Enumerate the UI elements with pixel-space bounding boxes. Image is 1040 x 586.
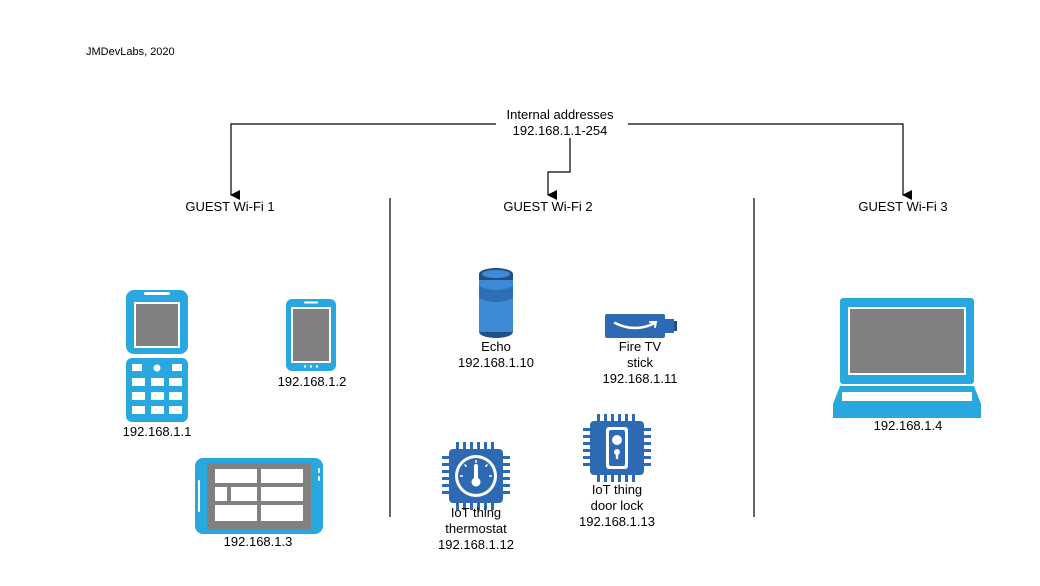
- internal-addresses-title: Internal addresses: [506, 107, 614, 122]
- echo-ip: 192.168.1.10: [458, 355, 534, 370]
- internal-addresses-range: 192.168.1.1-254: [512, 123, 608, 138]
- arrow-to-wifi-1: [230, 123, 496, 200]
- door-lock-chip-icon: [583, 414, 651, 482]
- zone-label-wifi-2: GUEST Wi-Fi 2: [503, 199, 593, 214]
- internal-addresses-label: Internal addresses 192.168.1.1-254: [480, 107, 640, 139]
- fire-tv-name-line2: stick: [627, 355, 653, 370]
- fire-tv-name-line1: Fire TV: [618, 339, 662, 354]
- arrow-to-wifi-3: [628, 123, 912, 200]
- laptop-ip-label: 192.168.1.4: [873, 418, 943, 433]
- zone-label-wifi-1: GUEST Wi-Fi 1: [185, 199, 275, 214]
- fire-tv-label: Fire TV stick 192.168.1.11: [590, 339, 690, 387]
- credit-text: JMDevLabs, 2020: [86, 46, 175, 58]
- flip-phone-icon: [126, 290, 188, 422]
- thermostat-ip: 192.168.1.12: [438, 537, 514, 552]
- tablet-icon: [286, 299, 336, 371]
- tablet-ip-label: 192.168.1.2: [277, 374, 347, 389]
- thermostat-name-line1: IoT thing: [450, 505, 502, 520]
- laptop-icon: [833, 298, 981, 418]
- phone-ip-label: 192.168.1.1: [122, 424, 192, 439]
- landscape-tablet-icon: [195, 458, 323, 534]
- door-lock-ip: 192.168.1.13: [579, 514, 655, 529]
- thermostat-label: IoT thing thermostat 192.168.1.12: [426, 505, 526, 553]
- thermostat-name-line2: thermostat: [445, 521, 507, 536]
- arrow-to-wifi-2: [547, 138, 571, 200]
- echo-speaker-icon: [479, 268, 513, 338]
- echo-label: Echo 192.168.1.10: [446, 339, 546, 371]
- landscape-tablet-ip-label: 192.168.1.3: [223, 534, 293, 549]
- zone-label-wifi-3: GUEST Wi-Fi 3: [858, 199, 948, 214]
- thermostat-chip-icon: [442, 442, 510, 510]
- fire-tv-ip: 192.168.1.11: [602, 371, 678, 386]
- fire-tv-stick-icon: [605, 314, 677, 338]
- echo-name: Echo: [481, 339, 511, 354]
- door-lock-label: IoT thing door lock 192.168.1.13: [567, 482, 667, 530]
- door-lock-name-line1: IoT thing: [591, 482, 643, 497]
- door-lock-name-line2: door lock: [590, 498, 644, 513]
